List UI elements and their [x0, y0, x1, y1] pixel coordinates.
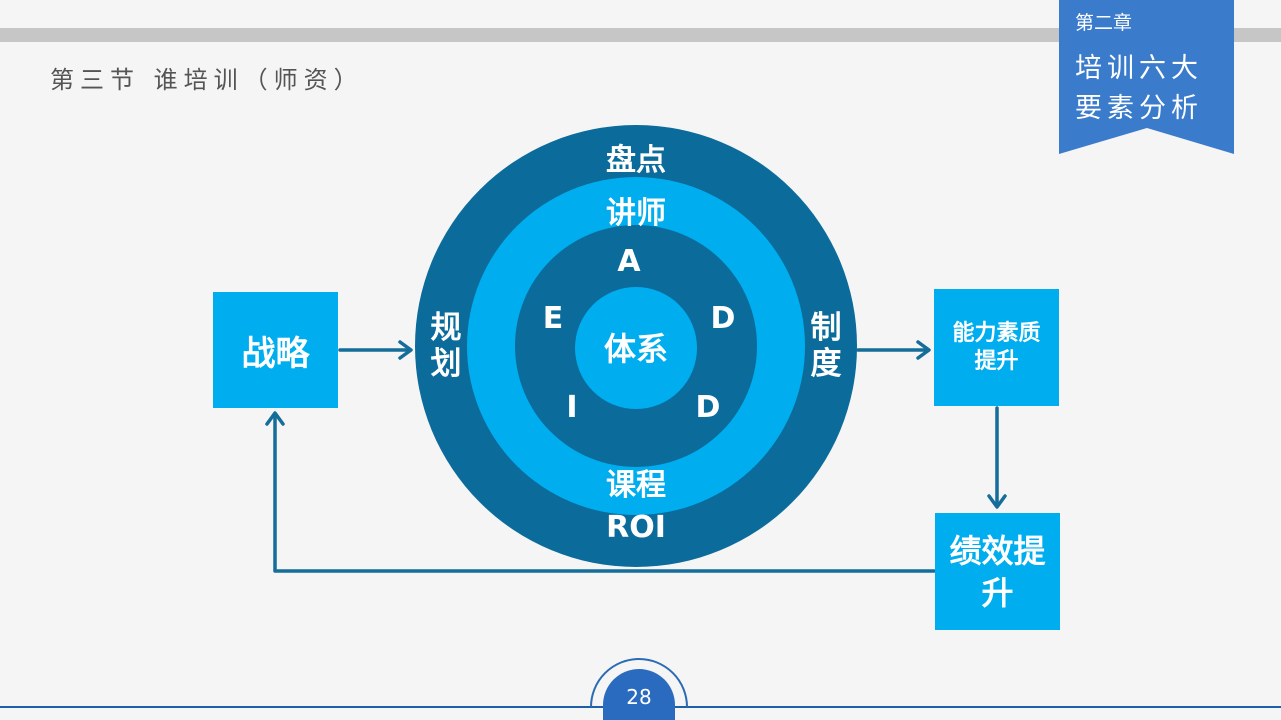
top-divider-bar — [0, 28, 1281, 42]
ability-label-line2: 提升 — [974, 348, 1019, 374]
strategy-box: 战略 — [213, 292, 338, 408]
performance-label-line1: 绩效提 — [949, 531, 1046, 570]
inner-ring-label-a: A — [617, 244, 641, 279]
badge-ribbon-shape — [1059, 0, 1234, 154]
arrow-performance-to-strategy — [273, 412, 936, 573]
core-label: 体系 — [604, 330, 668, 368]
outer-ring-top-label: 盘点 — [606, 143, 666, 178]
core-circle — [575, 287, 697, 409]
performance-improvement-box: 绩效提 升 — [935, 513, 1060, 630]
page-tab — [603, 669, 675, 720]
chapter-badge: 第二章 培训六大 要素分析 — [1059, 0, 1234, 155]
section-title: 第三节 谁培训（师资） — [50, 66, 364, 94]
arrowhead-strategy-to-ring — [398, 340, 413, 360]
outer-ring-right-label-1: 制 — [811, 310, 842, 346]
strategy-label: 战略 — [241, 333, 310, 374]
arrowhead-performance-to-strategy — [265, 411, 285, 426]
outer-ring-left-label-1: 规 — [431, 310, 462, 346]
ability-label-line1: 能力素质 — [952, 320, 1041, 346]
inner-ring-label-d1: D — [711, 301, 736, 336]
badge-title-line2: 要素分析 — [1075, 93, 1203, 124]
ability-improvement-box: 能力素质 提升 — [934, 289, 1059, 406]
outer-ring-right-label-2: 度 — [811, 346, 842, 382]
page-tab-outline — [590, 658, 688, 708]
badge-chapter-label: 第二章 — [1075, 12, 1133, 34]
middle-ring-bottom-label: 课程 — [606, 468, 666, 503]
badge-title-line1: 培训六大 — [1075, 53, 1203, 84]
page-number: 28 — [626, 685, 652, 709]
arrowhead-ring-to-ability — [916, 340, 931, 360]
inner-ring-label-d2: D — [696, 390, 721, 425]
performance-label-line2: 升 — [981, 573, 1014, 612]
inner-ring-label-i: I — [566, 390, 577, 425]
middle-ring-top-label: 讲师 — [606, 196, 666, 231]
arrowhead-ability-to-performance — [987, 494, 1007, 509]
inner-ring-label-e: E — [543, 301, 564, 336]
outer-ring-left-label-2: 划 — [431, 346, 462, 382]
outer-ring-bottom-label: ROI — [606, 510, 666, 545]
